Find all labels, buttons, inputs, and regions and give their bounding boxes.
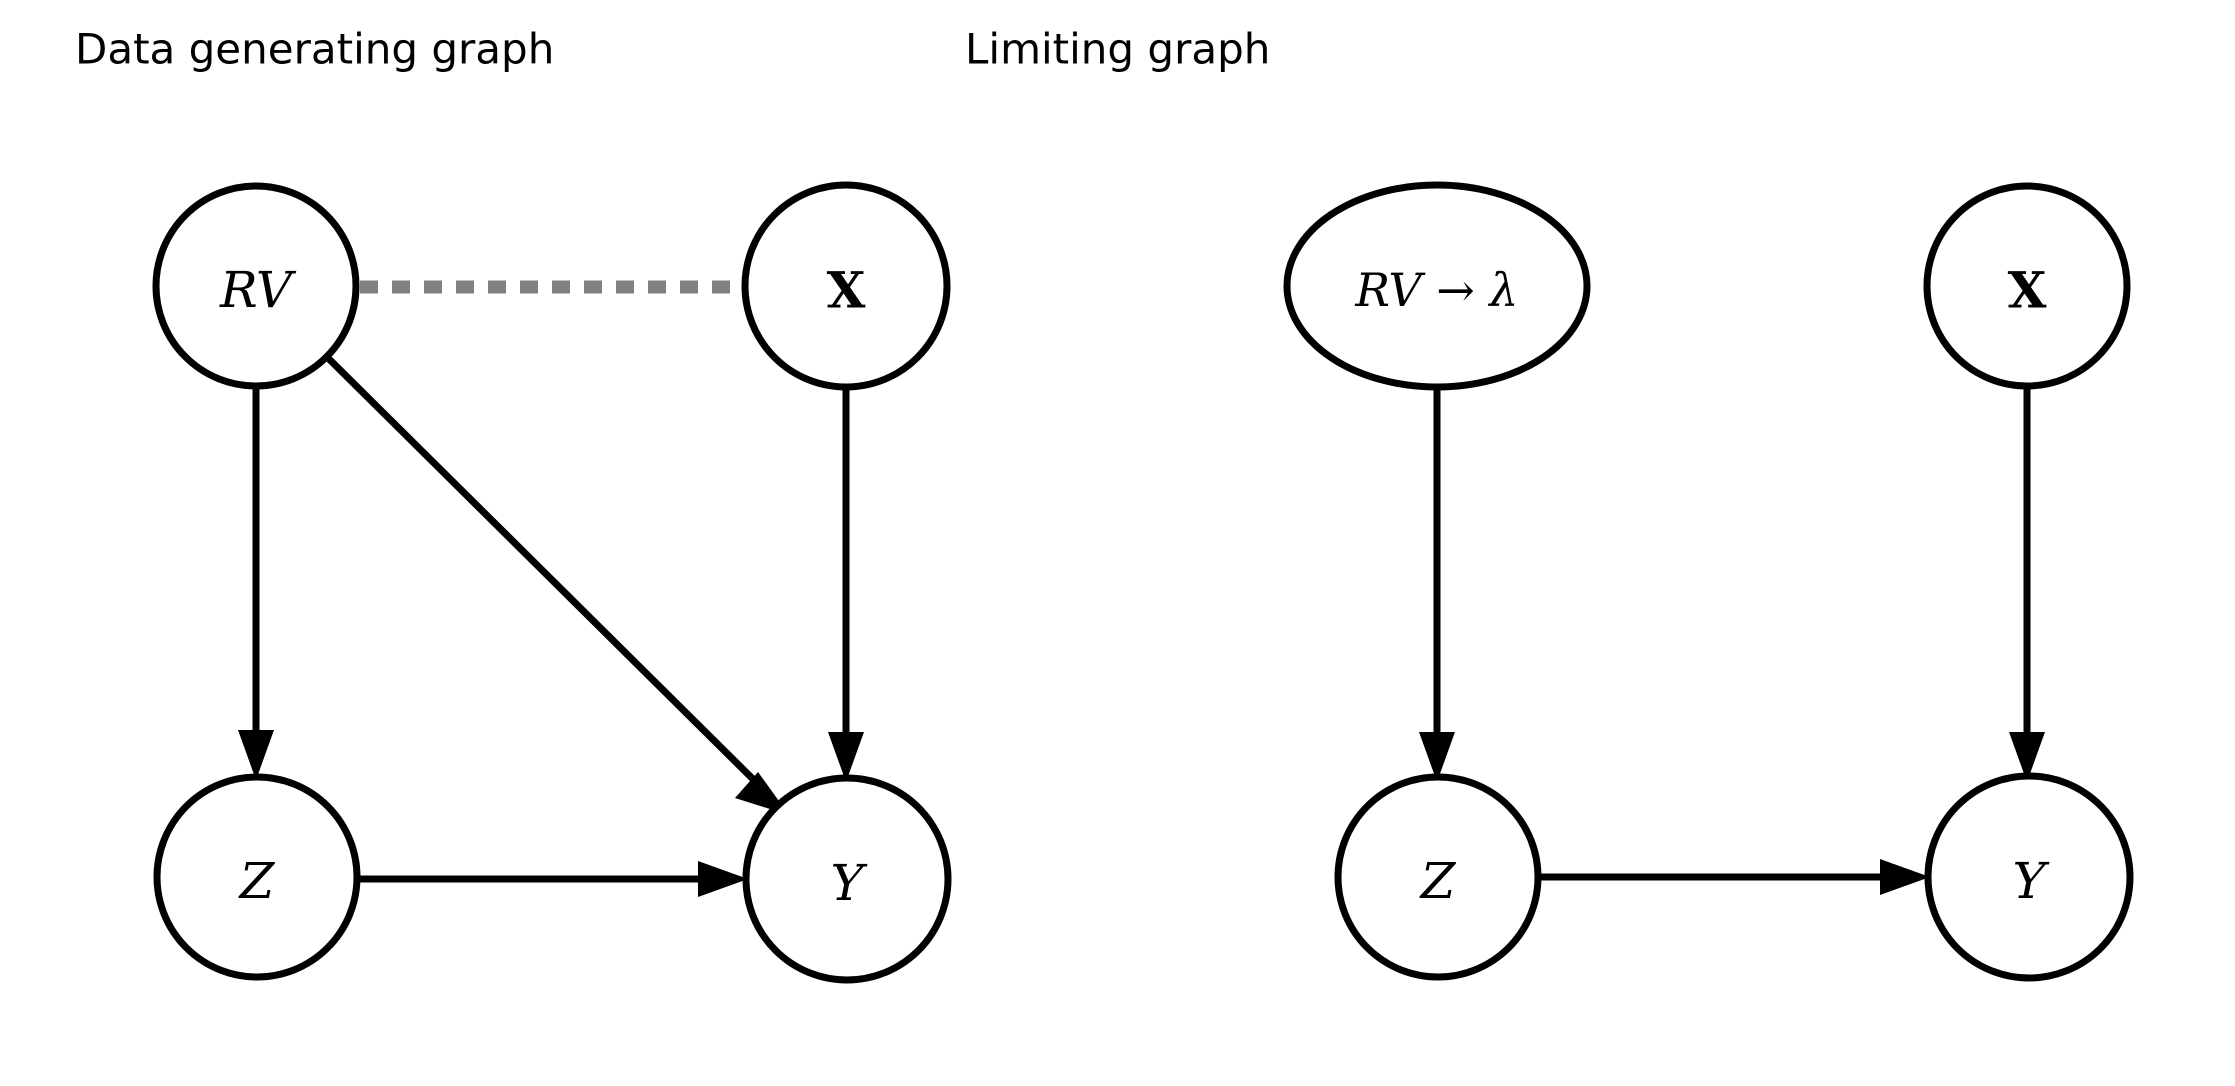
node-z-limiting-shape [1334,773,1542,981]
panel-title-data-generating-graph: Data generating graph [75,25,554,74]
arrowhead-x-y [828,732,864,782]
node-y-limiting[interactable]: Y [1924,772,2134,982]
node-x-limiting[interactable]: X [1923,182,2131,390]
node-z-limiting-label: Z [1419,852,1457,910]
node-x-limiting-shape [1923,182,2131,390]
node-rv-label: RV [219,261,297,319]
node-x[interactable]: X [741,181,951,391]
node-rv-lambda[interactable]: RV → λ [1283,181,1591,391]
node-rv-lambda-label: RV → λ [1354,263,1518,317]
node-z-limiting[interactable]: Z [1334,773,1542,981]
node-rv[interactable]: RV [152,182,360,390]
node-z[interactable]: Z [153,773,361,981]
node-y-shape [742,774,952,984]
node-rv-lambda-shape [1283,181,1591,391]
arrowhead-rv-z [238,730,274,780]
node-y-limiting-label: Y [2012,852,2049,910]
node-y-label: Y [830,854,867,912]
node-y-limiting-shape [1924,772,2134,982]
arrowhead-z-y-limiting [1880,859,1930,895]
arrowhead-x-y-limiting [2009,732,2045,782]
panel-title-limiting-graph: Limiting graph [965,25,1270,74]
node-z-label: Z [238,852,276,910]
node-y[interactable]: Y [742,774,952,984]
node-x-limiting-label: X [2008,261,2047,320]
node-x-shape [741,181,951,391]
node-x-label: X [827,261,866,320]
arrowhead-rvlambda-z [1419,732,1455,782]
edge-rv-y [324,354,767,793]
node-rv-shape [152,182,360,390]
node-z-shape [153,773,361,981]
arrowhead-z-y [698,861,748,897]
